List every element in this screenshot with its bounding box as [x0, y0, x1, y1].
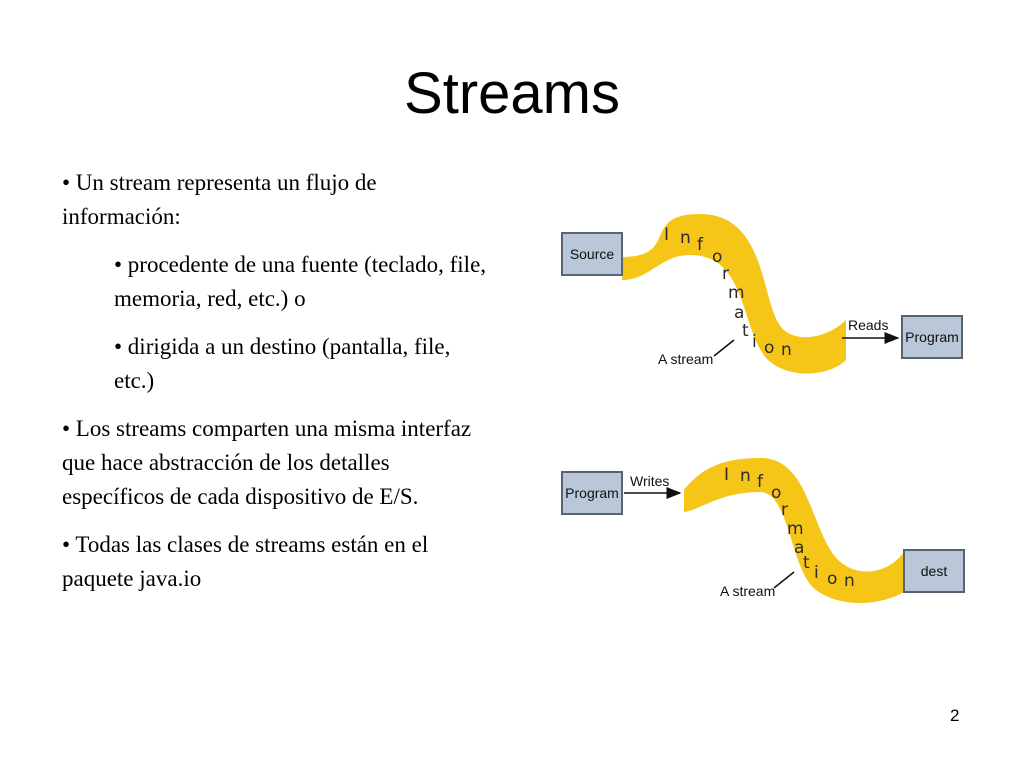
program-box-top-label: Program — [905, 329, 959, 345]
reads-label: Reads — [848, 317, 888, 333]
bullet-java-io-package: • Todas las clases de streams están en e… — [62, 532, 429, 591]
information-letters-top: I n f o r m a t i o n — [664, 225, 792, 360]
bullet-shared-interface: • Los streams comparten una misma interf… — [62, 416, 472, 509]
stream-pointer-bottom — [773, 571, 795, 589]
dest-box — [903, 549, 965, 593]
bullet-stream-definition: • Un stream representa un flujo de infor… — [62, 170, 377, 229]
information-band-top — [622, 214, 846, 374]
slide-body: • Un stream representa un flujo de infor… — [62, 166, 492, 610]
svg-text:f: f — [697, 235, 704, 255]
svg-text:m: m — [728, 283, 745, 303]
svg-text:n: n — [680, 228, 691, 248]
writes-diagram: Program Writes dest A stream I n f o r m… — [561, 458, 965, 603]
dest-box-label: dest — [921, 563, 948, 579]
svg-text:r: r — [781, 500, 788, 520]
svg-text:I: I — [724, 465, 729, 485]
stream-pointer-top — [713, 339, 735, 357]
reads-diagram: Source Reads Program A stream I n f o r … — [561, 214, 963, 374]
svg-text:o: o — [712, 247, 722, 267]
program-box-top — [901, 315, 963, 359]
svg-text:n: n — [740, 466, 751, 486]
program-box-bottom-label: Program — [565, 485, 619, 501]
stream-label-top: A stream — [658, 351, 713, 367]
information-letters-bottom: I n f o r m a t i o n — [724, 465, 855, 591]
stream-label-bottom: A stream — [720, 583, 775, 599]
page-number: 2 — [950, 706, 960, 725]
svg-text:I: I — [664, 225, 669, 245]
svg-text:n: n — [844, 571, 855, 591]
slide-title: Streams — [404, 61, 620, 126]
svg-text:i: i — [752, 332, 757, 352]
source-box — [561, 232, 623, 276]
svg-text:i: i — [814, 563, 819, 583]
program-box-bottom — [561, 471, 623, 515]
svg-text:r: r — [722, 264, 729, 284]
svg-text:f: f — [757, 472, 764, 492]
svg-text:a: a — [794, 538, 804, 558]
sub-bullet-destination: • dirigida a un destino (pantalla, file,… — [114, 334, 451, 393]
writes-label: Writes — [630, 473, 669, 489]
svg-text:n: n — [781, 340, 792, 360]
information-band-bottom — [684, 458, 904, 603]
svg-text:o: o — [827, 569, 837, 589]
svg-text:o: o — [764, 338, 774, 358]
svg-text:o: o — [771, 483, 781, 503]
svg-text:a: a — [734, 303, 744, 323]
svg-text:t: t — [742, 321, 749, 341]
svg-text:m: m — [787, 519, 804, 539]
source-box-label: Source — [570, 246, 615, 262]
svg-text:t: t — [803, 553, 810, 573]
sub-bullet-source: • procedente de una fuente (teclado, fil… — [114, 252, 487, 311]
